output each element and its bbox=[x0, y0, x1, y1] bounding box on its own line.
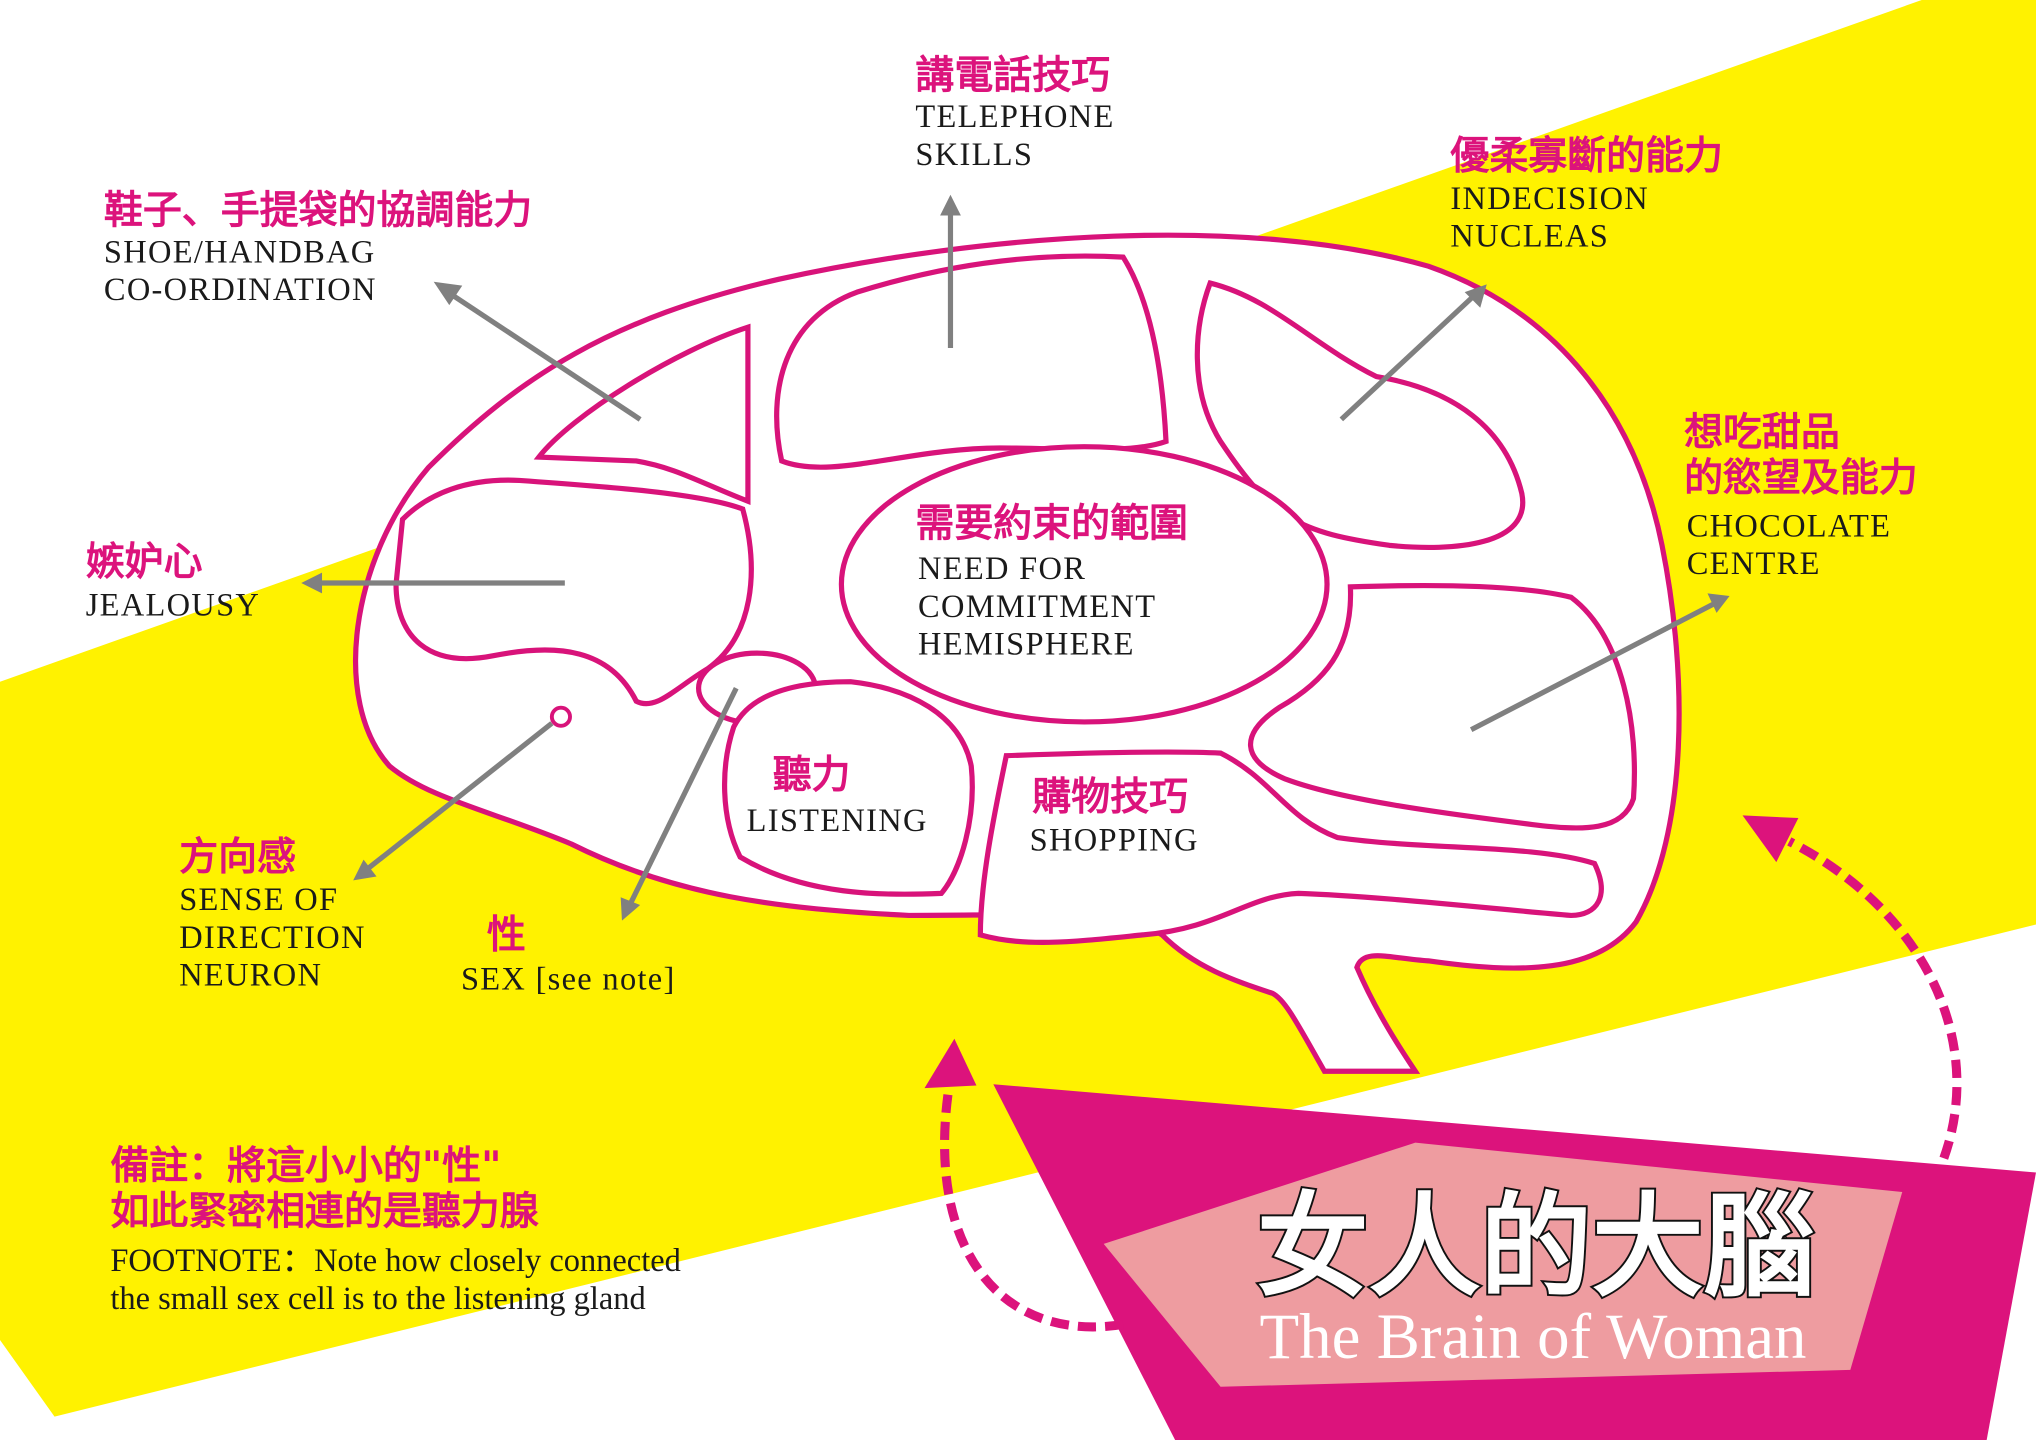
arrow-direction bbox=[364, 721, 554, 873]
label-jealousy: 嫉妒心 JEALOUSY bbox=[86, 540, 260, 623]
label-zh: 鞋子、手提袋的協調能力 bbox=[104, 188, 532, 233]
pink-banner bbox=[1103, 1142, 1903, 1387]
label-sex: 性 SEX [see note] bbox=[461, 913, 676, 998]
dashed-arrow-right bbox=[1787, 837, 1962, 1160]
label-zh: 的慾望及能力 bbox=[1684, 456, 1918, 501]
label-direction: 方向感 SENSE OF DIRECTION NEURON bbox=[179, 835, 366, 994]
label-en: JEALOUSY bbox=[86, 587, 260, 623]
label-shoe: 鞋子、手提袋的協調能力 SHOE/HANDBAG CO-ORDINATION bbox=[104, 188, 532, 308]
footnote-en: the small sex cell is to the listening g… bbox=[110, 1281, 645, 1317]
label-zh: 優柔寡斷的能力 bbox=[1449, 134, 1723, 179]
label-en: SHOPPING bbox=[1030, 822, 1199, 858]
arrow-indecision bbox=[1339, 292, 1477, 422]
arrowhead-icon bbox=[620, 897, 641, 921]
label-en: DIRECTION bbox=[179, 920, 366, 956]
footnote-en: FOOTNOTE：Note how closely connected bbox=[110, 1243, 681, 1279]
label-en: NEURON bbox=[179, 958, 322, 994]
label-en: INDECISION bbox=[1450, 181, 1649, 217]
label-en: LISTENING bbox=[747, 803, 928, 839]
label-indecision: 優柔寡斷的能力 INDECISION NUCLEAS bbox=[1449, 134, 1723, 255]
label-en: TELEPHONE bbox=[915, 99, 1114, 135]
label-en: SKILLS bbox=[915, 137, 1033, 173]
label-zh: 聽力 bbox=[773, 753, 851, 798]
label-en: COMMITMENT bbox=[918, 589, 1156, 625]
arrowhead-icon bbox=[1464, 284, 1487, 308]
arrows bbox=[301, 194, 1730, 921]
label-en: SEX [see note] bbox=[461, 961, 676, 997]
label-en: CO-ORDINATION bbox=[104, 272, 377, 308]
title-zh: 女人的大腦 bbox=[1257, 1182, 1815, 1312]
label-zh: 性 bbox=[487, 913, 526, 958]
label-en: SENSE OF bbox=[179, 882, 338, 918]
label-shopping: 購物技巧 SHOPPING bbox=[1030, 775, 1199, 858]
lobe-listening bbox=[722, 679, 975, 897]
label-en: CHOCOLATE bbox=[1687, 508, 1892, 544]
arrowhead-icon bbox=[940, 194, 961, 216]
arrowhead-icon bbox=[353, 859, 377, 881]
label-telephone: 講電話技巧 TELEPHONE SKILLS bbox=[915, 53, 1114, 173]
footnote: 備註：將這小小的"性" 如此緊密相連的是聽力腺 FOOTNOTE：Note ho… bbox=[110, 1144, 681, 1317]
arrow-chocolate bbox=[1469, 601, 1716, 733]
arrowhead-icon bbox=[301, 572, 323, 594]
label-listening: 聽力 LISTENING bbox=[747, 753, 928, 839]
footnote-zh: 備註：將這小小的"性" bbox=[110, 1144, 501, 1189]
label-en: SHOE/HANDBAG bbox=[104, 234, 376, 270]
lobe-shopping bbox=[977, 749, 1604, 945]
lobe-shoe bbox=[533, 323, 751, 506]
lobe-telephone bbox=[774, 253, 1169, 470]
label-chocolate: 想吃甜品 的慾望及能力 CHOCOLATE CENTRE bbox=[1684, 410, 1918, 582]
label-zh: 想吃甜品 bbox=[1684, 410, 1840, 455]
direction-neuron bbox=[549, 705, 572, 728]
arrowhead-icon bbox=[924, 1038, 977, 1089]
arrow-sex bbox=[627, 687, 739, 907]
arrowhead-icon bbox=[433, 281, 463, 306]
label-en: CENTRE bbox=[1687, 546, 1821, 582]
title-en: The Brain of Woman bbox=[1260, 1301, 1807, 1373]
lobe-chocolate bbox=[1247, 582, 1638, 831]
label-commitment: 需要約束的範圍 NEED FOR COMMITMENT HEMISPHERE bbox=[915, 501, 1188, 662]
label-zh: 購物技巧 bbox=[1032, 775, 1188, 820]
label-zh: 需要約束的範圍 bbox=[915, 501, 1188, 546]
lobe-indecision bbox=[1194, 279, 1526, 551]
label-zh: 嫉妒心 bbox=[86, 540, 203, 585]
label-en: NUCLEAS bbox=[1450, 219, 1609, 255]
arrow-shoe bbox=[446, 289, 642, 422]
lobe-commitment bbox=[838, 444, 1330, 725]
label-en: HEMISPHERE bbox=[918, 626, 1135, 662]
label-en: NEED FOR bbox=[918, 551, 1086, 587]
arrowhead-icon bbox=[1742, 815, 1799, 863]
footnote-zh: 如此緊密相連的是聽力腺 bbox=[110, 1189, 538, 1234]
arrowhead-icon bbox=[1707, 593, 1730, 613]
label-zh: 講電話技巧 bbox=[915, 53, 1110, 98]
label-zh: 方向感 bbox=[179, 835, 296, 880]
